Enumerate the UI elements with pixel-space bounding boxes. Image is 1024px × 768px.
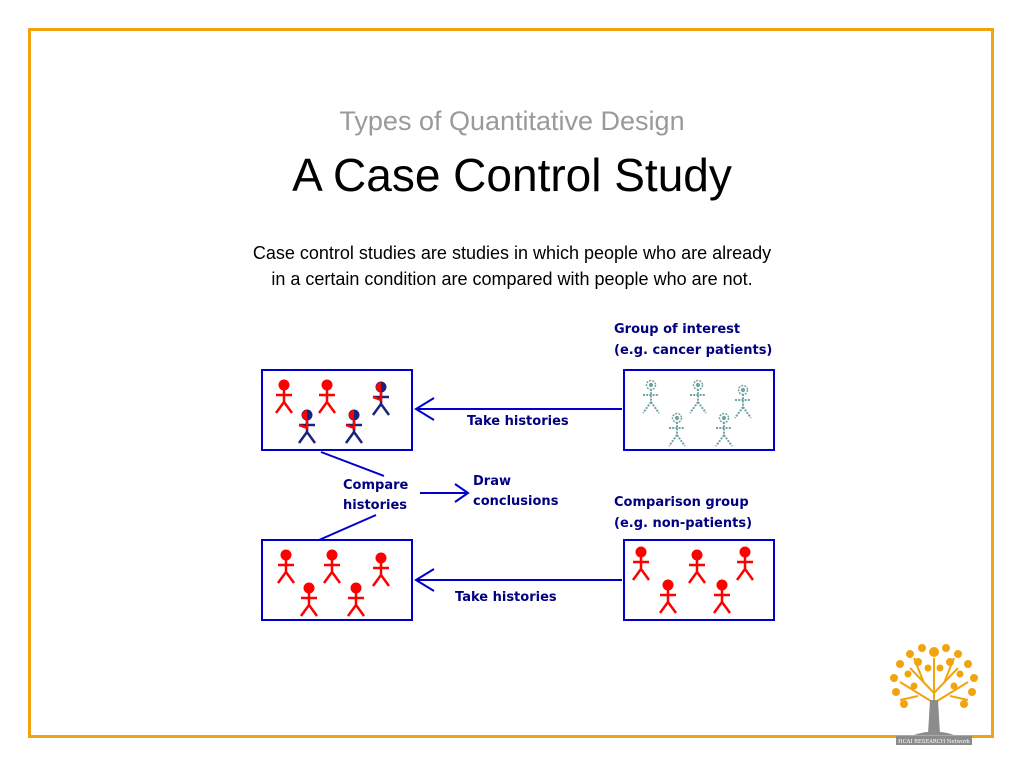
group-of-interest-label: Group of interest [614,322,740,337]
person-icon [322,548,342,585]
logo-text: HCAI RESEARCH Network [898,739,971,745]
figure-accent [298,420,309,430]
case-group-box [261,369,413,451]
person-icon [276,548,296,585]
take-histories-label-bottom: Take histories [455,590,557,605]
person-icon [317,378,337,415]
take-histories-arrow-top [414,397,622,421]
tree-icon [890,644,978,735]
group-of-interest-box [623,369,775,451]
slide-subtitle: Types of Quantitative Design [339,106,685,136]
take-histories-label-top: Take histories [467,414,569,429]
control-group-box [261,539,413,621]
comparison-group-example: (e.g. non-patients) [614,516,752,531]
comparison-group-box [623,539,775,621]
person-icon [715,412,733,447]
compare-connector-bottom [318,514,377,541]
logo-banner [896,736,972,745]
figure-accent [372,392,383,402]
compare-connector-top [320,451,385,477]
group-of-interest-figures [642,379,752,447]
comparison-figures [631,545,755,615]
person-icon [642,379,660,414]
figure-accent [349,410,354,420]
figure-accent [345,420,356,430]
person-icon [299,581,319,618]
person-icon [735,545,755,582]
description-line-2: in a certain condition are compared with… [271,269,753,289]
control-figures [276,548,391,618]
person-icon [346,581,366,618]
person-icon [631,545,651,582]
person-icon [734,384,752,419]
person-icon [274,378,294,415]
case-figures [274,378,391,445]
person-icon [687,548,707,585]
compare-histories-label-1: Compare [343,478,409,493]
slide-frame [28,28,994,738]
group-of-interest-example: (e.g. cancer patients) [614,343,772,358]
hcai-network-logo: HCAI RESEARCH Network [890,644,978,745]
comparison-group-label: Comparison group [614,495,749,510]
draw-conclusions-arrow [420,483,470,503]
take-histories-arrow-bottom [414,568,622,592]
figure-accent [302,410,307,420]
person-icon [371,551,391,588]
figure-accent [376,382,381,392]
slide-description: Case control studies are studies in whic… [0,240,1024,292]
compare-histories-label-2: histories [343,498,407,513]
draw-conclusions-label-1: Draw [473,474,511,489]
description-line-1: Case control studies are studies in whic… [252,243,772,263]
person-icon [658,578,678,615]
draw-conclusions-label-2: conclusions [473,494,559,509]
person-icon [668,412,686,447]
person-icon [689,379,707,414]
person-icon [712,578,732,615]
slide-title: A Case Control Study [292,149,732,201]
